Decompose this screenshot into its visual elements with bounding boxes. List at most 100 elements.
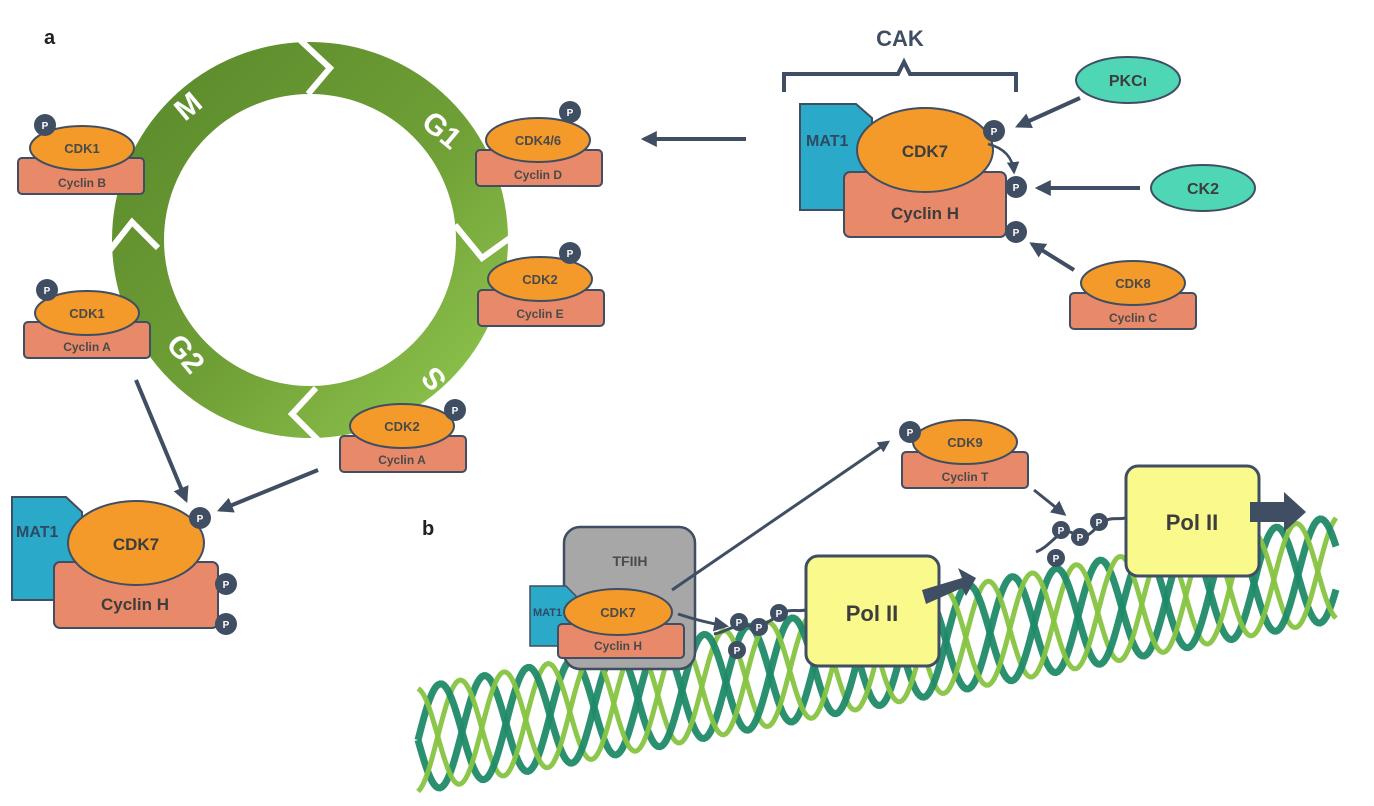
phospho-label: P	[1077, 533, 1084, 544]
phospho-icon	[1047, 549, 1065, 567]
ring-divider-top	[297, 37, 335, 96]
complex-cdk8-cyclin-c: CDK8 Cyclin C	[1069, 260, 1197, 330]
cyclin-h-label: Cyclin H	[891, 204, 959, 223]
ctd-chain-second: P P P P	[1035, 513, 1127, 567]
phospho-icon	[728, 641, 746, 659]
complex-cdk46-cyclin-d: P CDK4/6 Cyclin D	[475, 101, 603, 187]
cell-cycle-ring: M G1 S G2	[107, 37, 512, 443]
pkc-ellipse	[1075, 56, 1181, 104]
cdk-label: CDK1	[69, 306, 104, 321]
phospho-icon	[215, 613, 237, 635]
phospho-label: P	[734, 646, 741, 657]
phospho-icon	[770, 604, 788, 622]
cdk7-ellipse	[67, 500, 205, 586]
cdk7-label: CDK7	[902, 142, 948, 161]
cak-bracket	[782, 57, 1018, 92]
phospho-icon	[750, 618, 768, 636]
complex-cdk9-cyclin-t: P CDK9 Cyclin T	[899, 419, 1029, 489]
cdk-label: CDK9	[947, 435, 982, 450]
cdk-ellipse	[487, 256, 593, 302]
cyclin-label: Cyclin E	[516, 307, 563, 321]
auto-phospho-arrow	[987, 142, 1020, 175]
phospho-label: P	[776, 609, 783, 620]
cdk7-ellipse	[563, 588, 673, 636]
cyclin-label: Cyclin D	[514, 168, 562, 182]
panel-label-a: a	[44, 27, 56, 49]
phospho-label: P	[197, 514, 204, 525]
phospho-icon	[36, 279, 58, 301]
phospho-label: P	[223, 580, 230, 591]
phospho-icon	[983, 120, 1005, 142]
cyclin-label: Cyclin A	[63, 340, 111, 354]
cyclin-label: Cyclin B	[58, 176, 106, 190]
pol-ii-label: Pol II	[1166, 510, 1219, 535]
complex-cdk2-cyclin-e: P CDK2 Cyclin E	[477, 242, 605, 327]
cyclin-h-label: Cyclin H	[101, 595, 169, 614]
complex-cdk1-cyclin-b: P CDK1 Cyclin B	[17, 114, 145, 195]
ctd-chain-first: P P P P	[713, 604, 807, 659]
panel-label-b: b	[422, 518, 434, 540]
ck2-label: CK2	[1187, 181, 1219, 198]
cdk7-ellipse	[856, 107, 994, 193]
cdk-ellipse	[34, 290, 140, 336]
phospho-icon	[559, 101, 581, 123]
ring-divider-left	[107, 217, 161, 252]
pkc-label: PKCι	[1109, 73, 1147, 90]
tfiih-complex: TFIIH MAT1 CDK7 Cyclin H	[529, 525, 697, 671]
cdk-label: CDK1	[64, 141, 99, 156]
cak-label: CAK	[876, 26, 924, 51]
phospho-icon	[189, 507, 211, 529]
tfiih-label: TFIIH	[613, 553, 648, 569]
cdk-ellipse	[29, 125, 135, 171]
cdk7-label: CDK7	[113, 535, 159, 554]
phospho-label: P	[42, 121, 49, 132]
phospho-label: P	[1053, 554, 1060, 565]
pol-ii-second: Pol II	[1124, 464, 1306, 578]
cdk-label: CDK4/6	[515, 133, 561, 148]
phospho-label: P	[991, 127, 998, 138]
phospho-label: P	[452, 406, 459, 417]
cak-complex-right: CAK MAT1 CDK7 Cyclin H P P P	[782, 26, 1027, 243]
pol-ii-label: Pol II	[846, 601, 899, 626]
ck2-ellipse	[1150, 164, 1256, 212]
phospho-icon	[1071, 528, 1089, 546]
phospho-label: P	[1013, 228, 1020, 239]
arrow-tfiih-to-cdk9	[671, 440, 890, 592]
cyclin-h-label: Cyclin H	[594, 639, 642, 653]
cyclin-label: Cyclin C	[1109, 311, 1157, 325]
phospho-label: P	[223, 620, 230, 631]
phospho-icon	[1052, 521, 1070, 539]
cyclin-label: Cyclin T	[942, 470, 989, 484]
ring-divider-right	[452, 223, 512, 263]
cdk-label: CDK2	[522, 272, 557, 287]
phospho-icon	[444, 399, 466, 421]
arrow-cdk2a-to-cak	[217, 468, 319, 513]
phospho-label: P	[736, 618, 743, 629]
cak-complex-left: MAT1 CDK7 Cyclin H P P P	[11, 496, 237, 635]
cdk-ellipse	[485, 117, 591, 163]
pol-ii-first: Pol II	[804, 554, 976, 668]
direction-arrow-icon	[1250, 492, 1306, 532]
kinase-ck2: CK2	[1150, 164, 1256, 212]
phospho-icon	[1005, 176, 1027, 198]
phospho-label: P	[907, 428, 914, 439]
direction-arrow-icon	[922, 568, 976, 604]
arrow-cdk9-to-ctd	[1033, 488, 1067, 516]
arrow-pkc-to-cak	[1015, 96, 1081, 129]
phospho-label: P	[567, 249, 574, 260]
arrow-cdk7-to-ctd	[677, 612, 729, 632]
complex-cdk1-cyclin-a: P CDK1 Cyclin A	[23, 279, 151, 359]
cdk-label: CDK8	[1115, 276, 1150, 291]
mat1-label: MAT1	[806, 133, 848, 150]
phospho-label: P	[1013, 183, 1020, 194]
ring-divider-bottom	[287, 385, 321, 443]
phospho-icon	[215, 573, 237, 595]
mat1-label: MAT1	[533, 607, 562, 619]
pol-ii-box	[804, 554, 941, 668]
phospho-icon	[34, 114, 56, 136]
cdk-ellipse	[1080, 260, 1186, 306]
phospho-label: P	[1058, 526, 1065, 537]
phospho-icon	[730, 613, 748, 631]
phospho-label: P	[756, 623, 763, 634]
